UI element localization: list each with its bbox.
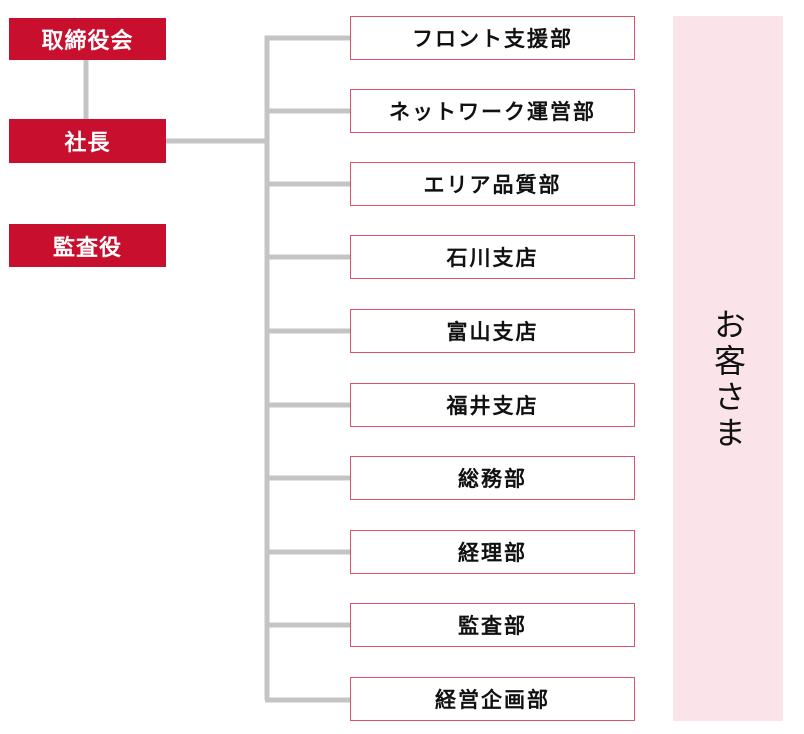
dept-label: 経理部 (458, 541, 527, 565)
dept-box-general-affairs: 総務部 (350, 456, 635, 500)
auditor-label: 監査役 (52, 235, 122, 261)
dept-box-area-quality: エリア品質部 (350, 162, 635, 206)
dept-box-ishikawa-branch: 石川支店 (350, 235, 635, 279)
auditor-box: 監査役 (9, 224, 166, 267)
dept-label: 経営企画部 (435, 688, 550, 712)
president-label: 社長 (64, 131, 111, 156)
dept-box-toyama-branch: 富山支店 (350, 309, 635, 353)
board-of-directors-label: 取締役会 (41, 29, 134, 54)
dept-box-audit: 監査部 (350, 603, 635, 647)
board-of-directors-box: 取締役会 (9, 18, 166, 60)
dept-label: 総務部 (458, 467, 527, 491)
dept-label: ネットワーク運営部 (389, 100, 596, 124)
dept-label: フロント支援部 (412, 27, 573, 51)
dept-label: 監査部 (458, 614, 527, 638)
dept-label: 富山支店 (446, 320, 539, 344)
dept-label: エリア品質部 (423, 173, 562, 197)
dept-box-corporate-planning: 経営企画部 (350, 677, 635, 721)
dept-box-front-support: フロント支援部 (350, 16, 635, 60)
dept-box-network-operations: ネットワーク運営部 (350, 89, 635, 133)
customer-label: お客さま (709, 308, 747, 452)
customer-panel: お客さま (673, 16, 783, 721)
dept-box-accounting: 経理部 (350, 530, 635, 574)
dept-label: 福井支店 (446, 394, 539, 418)
dept-label: 石川支店 (446, 246, 539, 270)
dept-box-fukui-branch: 福井支店 (350, 383, 635, 427)
president-box: 社長 (9, 119, 166, 163)
